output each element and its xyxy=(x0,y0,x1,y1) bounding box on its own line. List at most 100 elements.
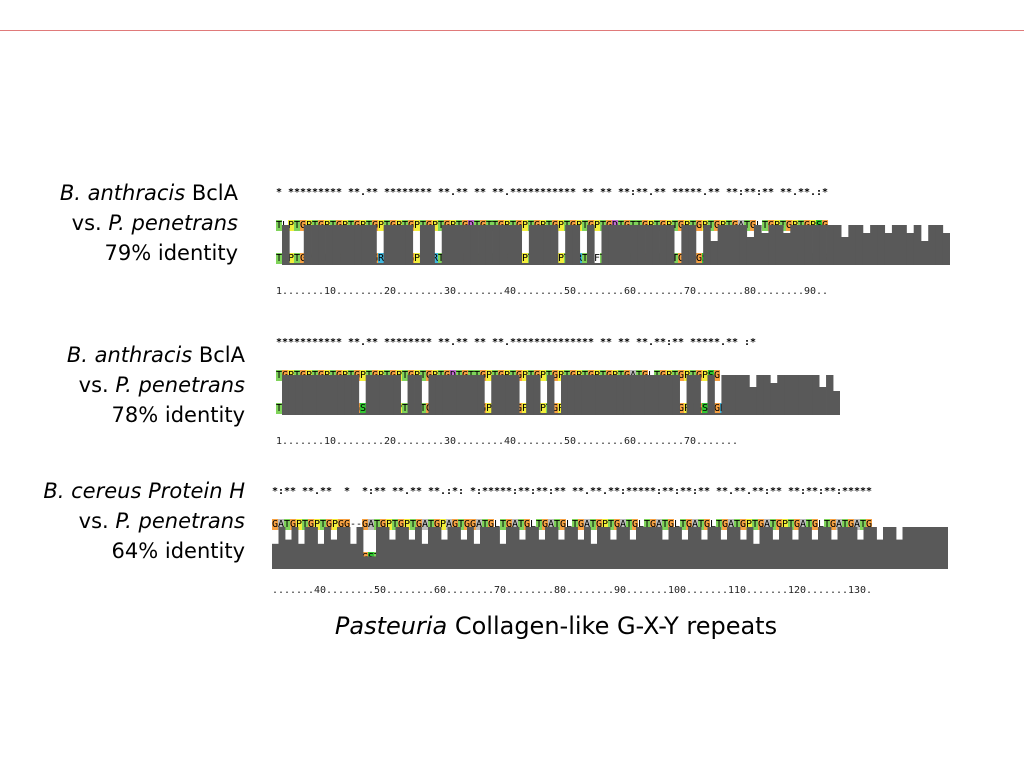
consensus-mark: * xyxy=(540,337,546,348)
conservation-bar xyxy=(586,225,595,265)
ruler-mark: . xyxy=(582,436,588,447)
ruler-mark: 6 xyxy=(434,585,440,596)
ruler-mark: 1 xyxy=(728,585,734,596)
conservation-bar xyxy=(819,387,827,415)
consensus-mark: . xyxy=(728,486,734,497)
consensus-mark: : xyxy=(738,187,744,198)
conservation-bar xyxy=(344,375,353,415)
consensus-mark: * xyxy=(788,486,794,497)
conservation-bar xyxy=(480,527,487,569)
consensus-mark: . xyxy=(360,187,366,198)
consensus-mark: * xyxy=(366,337,372,348)
consensus-mark: * xyxy=(642,187,648,198)
conservation-bar xyxy=(318,225,326,265)
ruler-mark: . xyxy=(782,585,788,596)
conservation-bar xyxy=(812,225,820,265)
consensus-mark: * xyxy=(744,187,750,198)
ruler-mark: . xyxy=(636,436,642,447)
conservation-bar xyxy=(382,527,390,569)
conservation-bar xyxy=(679,413,687,415)
conservation-bar xyxy=(841,237,849,265)
ruler-mark: . xyxy=(576,436,582,447)
conservation-bar xyxy=(538,539,546,569)
consensus-mark: * xyxy=(452,486,458,497)
conservation-bar xyxy=(855,225,864,265)
ruler-mark: . xyxy=(762,286,768,297)
ruler-mark: . xyxy=(732,286,738,297)
conservation-bar xyxy=(561,375,569,415)
ruler-mark: . xyxy=(534,286,540,297)
consensus-mark: * xyxy=(276,337,282,348)
conservation-bar xyxy=(941,527,948,569)
consensus-mark: * xyxy=(300,187,306,198)
residue: T xyxy=(608,519,614,530)
conservation-bar xyxy=(337,527,344,569)
residue: T xyxy=(374,519,380,530)
conservation-bar xyxy=(928,225,936,265)
conservation-bar xyxy=(356,527,364,569)
identity-2: 78% identity xyxy=(111,403,245,427)
consensus-mark: * xyxy=(288,337,294,348)
conservation-bar xyxy=(536,225,544,265)
consensus-mark: * xyxy=(726,187,732,198)
ruler-mark: . xyxy=(452,585,458,596)
ruler-mark: . xyxy=(368,585,374,596)
ruler-mark: . xyxy=(398,585,404,596)
conservation-bar xyxy=(790,225,798,265)
conservation-bar xyxy=(649,527,656,569)
conservation-bar xyxy=(571,527,578,569)
conservation-bar xyxy=(463,225,472,265)
ruler-mark: 0 xyxy=(810,286,816,297)
conservation-bar xyxy=(797,225,806,265)
consensus-mark: * xyxy=(384,337,390,348)
ruler-mark: . xyxy=(366,436,372,447)
residue: G xyxy=(506,519,512,530)
ruler-mark: 1 xyxy=(668,585,674,596)
residue: G xyxy=(596,519,602,530)
conservation-bar xyxy=(350,543,357,569)
conservation-bar xyxy=(402,527,409,569)
ruler-mark: . xyxy=(332,585,338,596)
ruler-mark: 0 xyxy=(800,585,806,596)
consensus-mark: . xyxy=(450,337,456,348)
ruler-mark: . xyxy=(422,585,428,596)
conservation-bar xyxy=(740,539,747,569)
ruler-mark: . xyxy=(758,585,764,596)
residue: T xyxy=(294,253,300,264)
consensus-mark: . xyxy=(450,187,456,198)
conservation-bar xyxy=(791,375,799,415)
conservation-bar xyxy=(428,527,435,569)
consensus-mark: * xyxy=(636,337,642,348)
conservation-bar xyxy=(358,413,367,415)
consensus-mark: * xyxy=(336,187,342,198)
ruler-mark: . xyxy=(492,286,498,297)
residue: G xyxy=(300,253,306,264)
ruler-mark: . xyxy=(336,436,342,447)
conservation-bar xyxy=(558,539,565,569)
ruler-mark: . xyxy=(594,286,600,297)
ruler-mark: . xyxy=(594,436,600,447)
conservation-bar xyxy=(316,375,325,415)
consensus-mark: * xyxy=(552,337,558,348)
conservation-bar xyxy=(652,225,660,265)
ruler-mark: . xyxy=(824,585,830,596)
conservation-bar xyxy=(735,375,743,415)
consensus-mark: * xyxy=(588,337,594,348)
conservation-bar xyxy=(441,225,450,265)
consensus-mark: * xyxy=(626,486,632,497)
ruler-mark: . xyxy=(308,585,314,596)
caption-text: Collagen-like G-X-Y repeats xyxy=(447,612,778,640)
conservation-bar xyxy=(857,539,864,569)
ruler-row-1: 1.......10........20........30........40… xyxy=(276,286,828,297)
ruler-mark: . xyxy=(768,286,774,297)
consensus-mark: * xyxy=(558,187,564,198)
conservation-bar xyxy=(272,543,279,569)
conservation-bar xyxy=(285,539,292,569)
consensus-mark: * xyxy=(596,486,602,497)
residue: T xyxy=(626,519,632,530)
consensus-mark: * xyxy=(390,337,396,348)
conservation-bar xyxy=(753,543,760,569)
consensus-mark: * xyxy=(624,337,630,348)
conservation-bar xyxy=(415,527,422,569)
ruler-mark: . xyxy=(282,436,288,447)
